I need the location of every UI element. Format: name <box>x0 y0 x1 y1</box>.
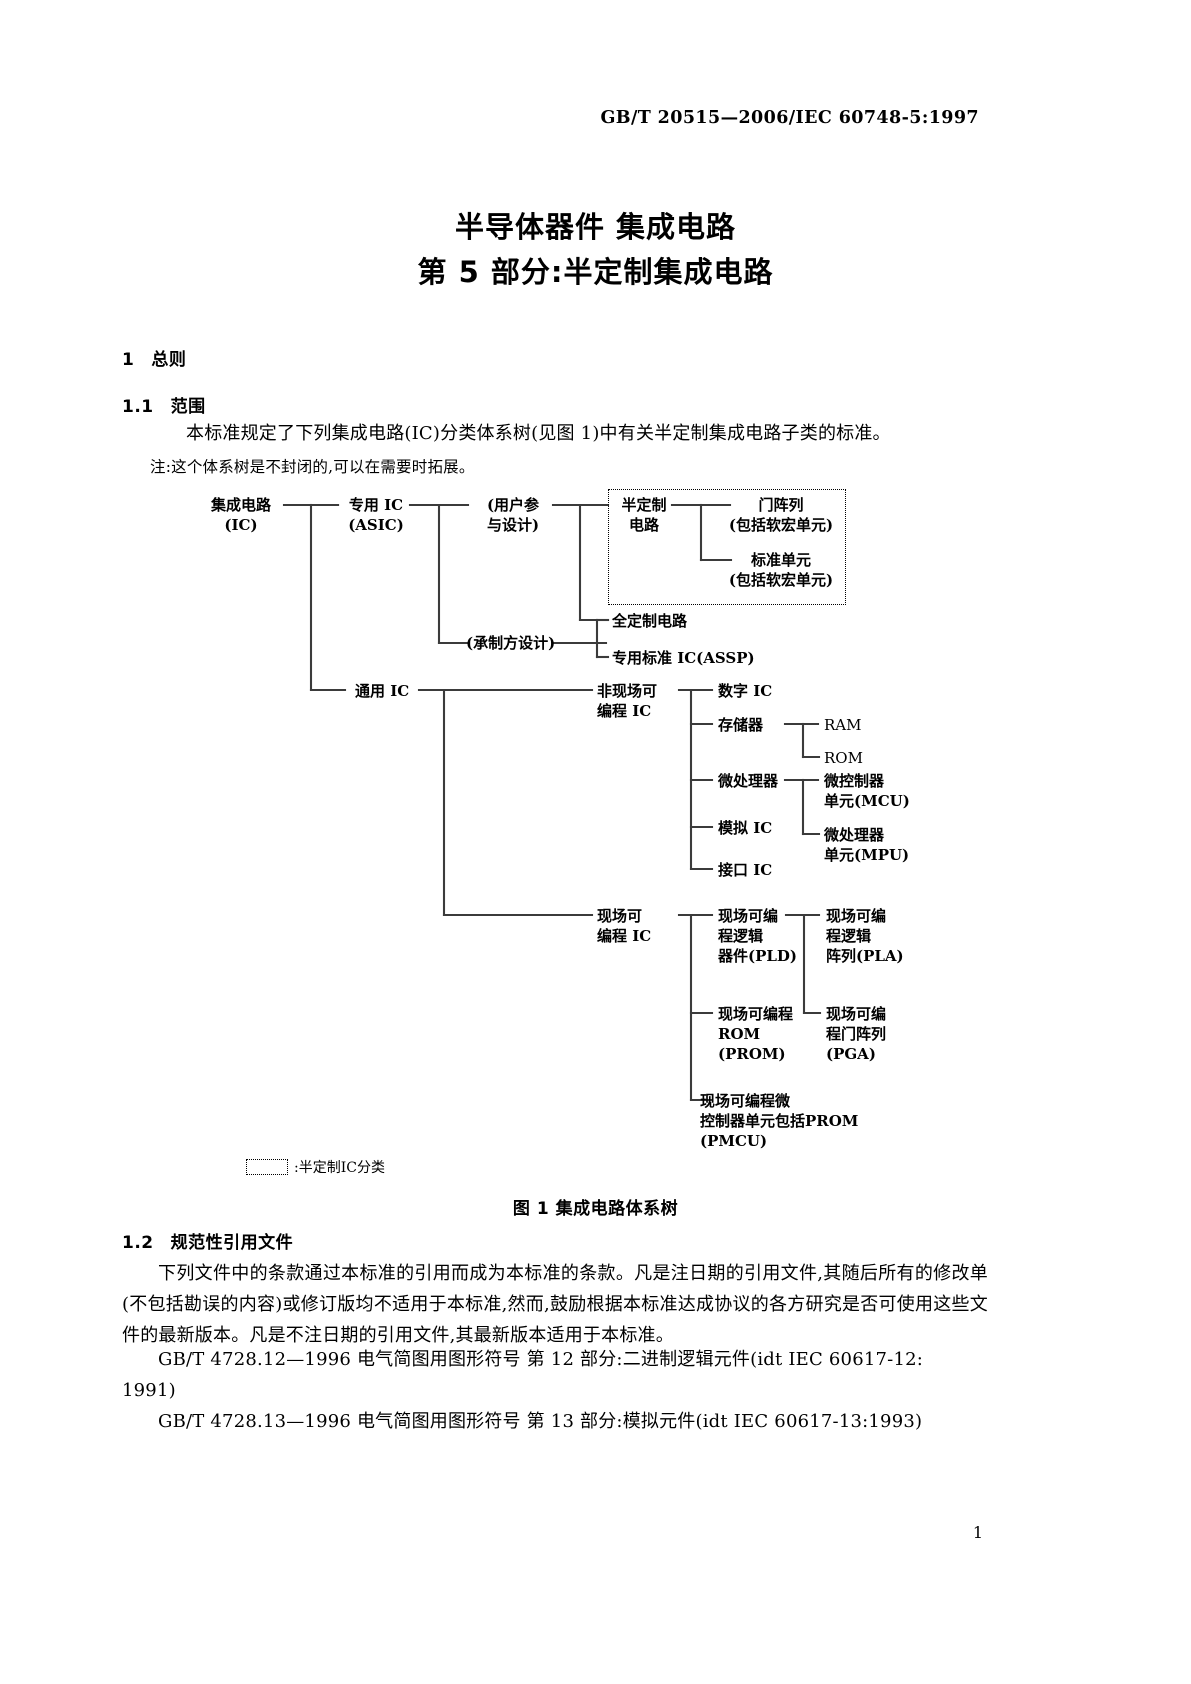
node-digital-ic: 数字 IC <box>718 682 773 700</box>
section-1-1-note: 注:这个体系树是不封闭的,可以在需要时拓展。 <box>150 458 475 476</box>
section-heading-1-2: 1.2 规范性引用文件 <box>122 1228 293 1253</box>
page-number: 1 <box>972 1523 983 1542</box>
node-semi-custom-circuit: 半定制 电路 <box>621 496 667 534</box>
reference-1-line-1: GB/T 4728.12—1996 电气简图用图形符号 第 12 部分:二进制逻… <box>158 1349 924 1370</box>
section-1-number: 1 <box>122 350 135 370</box>
node-pld: 现场可编 程逻辑 器件(PLD) <box>718 907 798 965</box>
figure-1-caption: 图 1 集成电路体系树 <box>512 1199 679 1219</box>
node-prom: 现场可编程 ROM (PROM) <box>718 1005 794 1063</box>
section-1-label: 总则 <box>151 350 187 370</box>
title-line-1: 半导体器件 集成电路 <box>454 210 737 244</box>
page-title: 半导体器件 集成电路 第 5 部分:半定制集成电路 <box>0 205 1191 295</box>
reference-2: GB/T 4728.13—1996 电气简图用图形符号 第 13 部分:模拟元件… <box>158 1411 923 1432</box>
node-asic: 专用 IC (ASIC) <box>348 496 404 534</box>
node-pla: 现场可编 程逻辑 阵列(PLA) <box>826 907 904 965</box>
title-line-2: 第 5 部分:半定制集成电路 <box>417 255 774 289</box>
section-1-2-number: 1.2 <box>122 1233 154 1253</box>
reference-1-line-2: 1991) <box>122 1380 176 1401</box>
node-full-custom-circuit: 全定制电路 <box>612 612 688 630</box>
node-mcu-unit: 微控制器 单元(MCU) <box>824 772 910 810</box>
section-1-1-number: 1.1 <box>122 397 154 417</box>
semi-custom-dotted-region <box>608 489 846 605</box>
node-rom: ROM <box>824 749 863 767</box>
node-ram: RAM <box>824 716 862 734</box>
section-1-2-label: 规范性引用文件 <box>170 1233 294 1253</box>
legend-dotted-swatch <box>246 1159 288 1175</box>
section-1-2-body: 下列文件中的条款通过本标准的引用而成为本标准的条款。凡是注日期的引用文件,其随后… <box>122 1263 988 1346</box>
document-header-standard-code: GB/T 20515—2006/IEC 60748-5:1997 <box>600 108 979 128</box>
node-field-programmable-ic: 现场可 编程 IC <box>597 907 652 945</box>
node-user-participated-design: (用户参 与设计) <box>486 496 540 534</box>
section-heading-1-1: 1.1 范围 <box>122 392 206 417</box>
node-pga: 现场可编 程门阵列 (PGA) <box>826 1005 887 1063</box>
node-pmcu: 现场可编程微 控制器单元包括PROM (PMCU) <box>700 1092 859 1150</box>
section-heading-1: 1 总则 <box>122 345 186 370</box>
section-1-1-body: 本标准规定了下列集成电路(IC)分类体系树(见图 1)中有关半定制集成电路子类的… <box>186 423 891 444</box>
node-gate-array: 门阵列 (包括软宏单元) <box>728 496 834 534</box>
legend-label: :半定制IC分类 <box>294 1160 385 1176</box>
node-mpu-unit: 微处理器 单元(MPU) <box>824 826 910 864</box>
node-assp: 专用标准 IC(ASSP) <box>612 649 755 667</box>
node-interface-ic: 接口 IC <box>718 861 773 879</box>
node-integrated-circuit: 集成电路 (IC) <box>210 496 271 534</box>
node-standard-cell: 标准单元 (包括软宏单元) <box>728 551 834 589</box>
node-microprocessor: 微处理器 <box>718 772 779 790</box>
node-memory: 存储器 <box>718 716 764 734</box>
section-1-1-label: 范围 <box>170 397 206 417</box>
node-general-purpose-ic: 通用 IC <box>355 682 410 700</box>
node-non-field-programmable-ic: 非现场可 编程 IC <box>597 682 658 720</box>
node-analog-ic: 模拟 IC <box>718 819 773 837</box>
node-supplier-design: (承制方设计) <box>466 634 556 652</box>
